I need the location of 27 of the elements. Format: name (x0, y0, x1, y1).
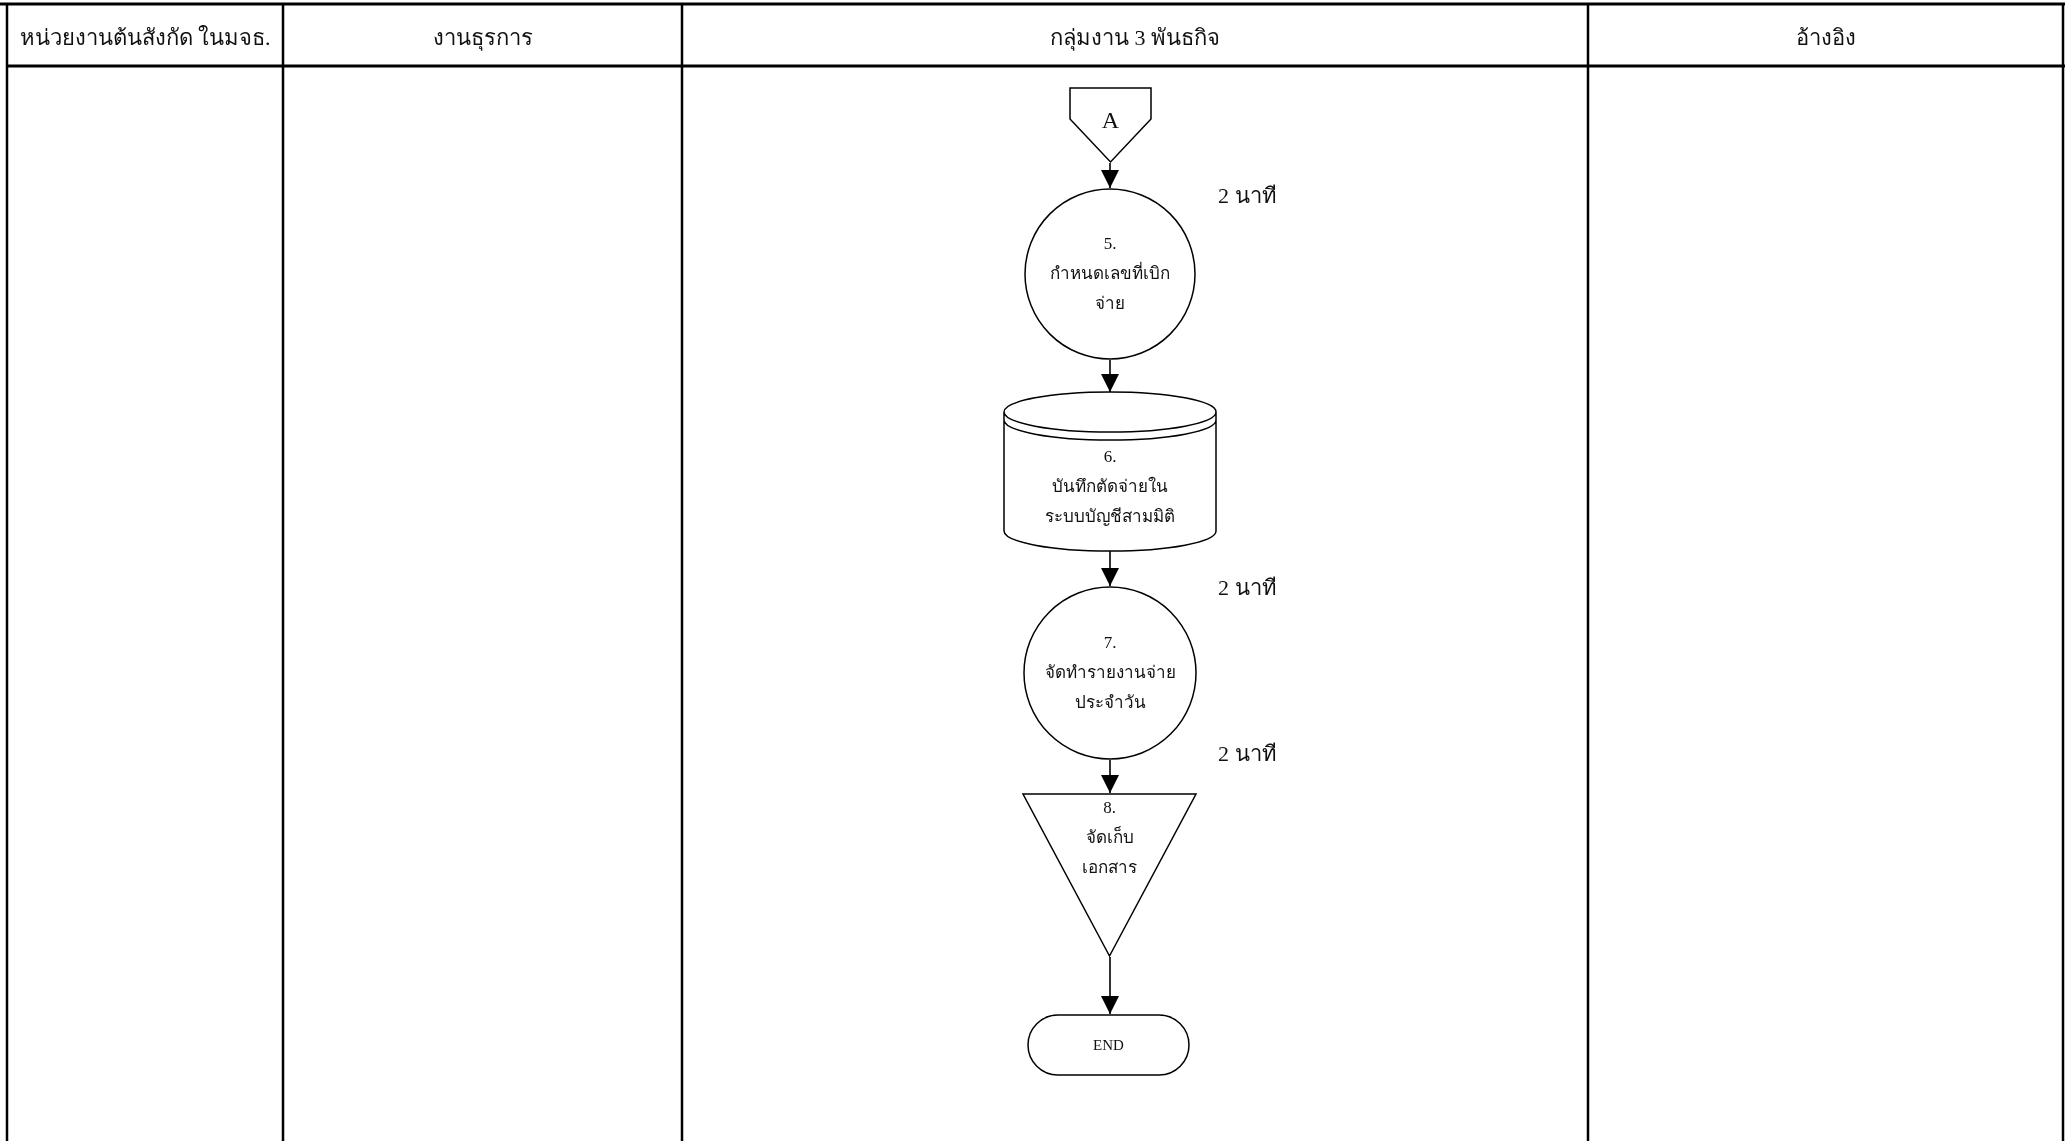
column-header: หน่วยงานต้นสังกัด ในมจธ. (19, 24, 271, 52)
step-text: บันทึกตัดจ่ายในระบบบัญชีสามมิติ (1044, 475, 1176, 528)
column-header: อ้างอิง (1796, 24, 1856, 52)
off-page-connector (1069, 87, 1152, 163)
arrow (1101, 759, 1119, 794)
step-number: 6. (1103, 445, 1117, 468)
step-number: 5. (1103, 233, 1117, 255)
step-number: 8. (1103, 797, 1116, 819)
step-text: กำหนดเลขที่เบิกจ่าย (1040, 259, 1180, 319)
duration-label: 2 นาที (1218, 574, 1277, 602)
arrow (1101, 550, 1119, 587)
step-text: จัดทำรายงานจ่ายประจำวัน (1043, 662, 1177, 714)
step-number: 7. (1103, 632, 1117, 654)
storage-triangle (1022, 793, 1197, 957)
arrow (1101, 162, 1119, 189)
terminal-label: END (1093, 1036, 1124, 1055)
step-text: จัดเก็บเอกสาร (1081, 825, 1138, 879)
connector-letter: A (1101, 106, 1120, 135)
arrow (1101, 359, 1119, 393)
column-header: งานธุรการ (433, 24, 533, 53)
duration-label: 2 นาที (1218, 182, 1277, 210)
arrow (1101, 956, 1119, 1015)
database-cylinder (1003, 392, 1217, 551)
process-circle (1023, 586, 1197, 760)
process-circle (1024, 188, 1196, 360)
duration-label: 2 นาที (1218, 740, 1277, 768)
column-header: กลุ่มงาน 3 พันธกิจ (1050, 24, 1220, 53)
